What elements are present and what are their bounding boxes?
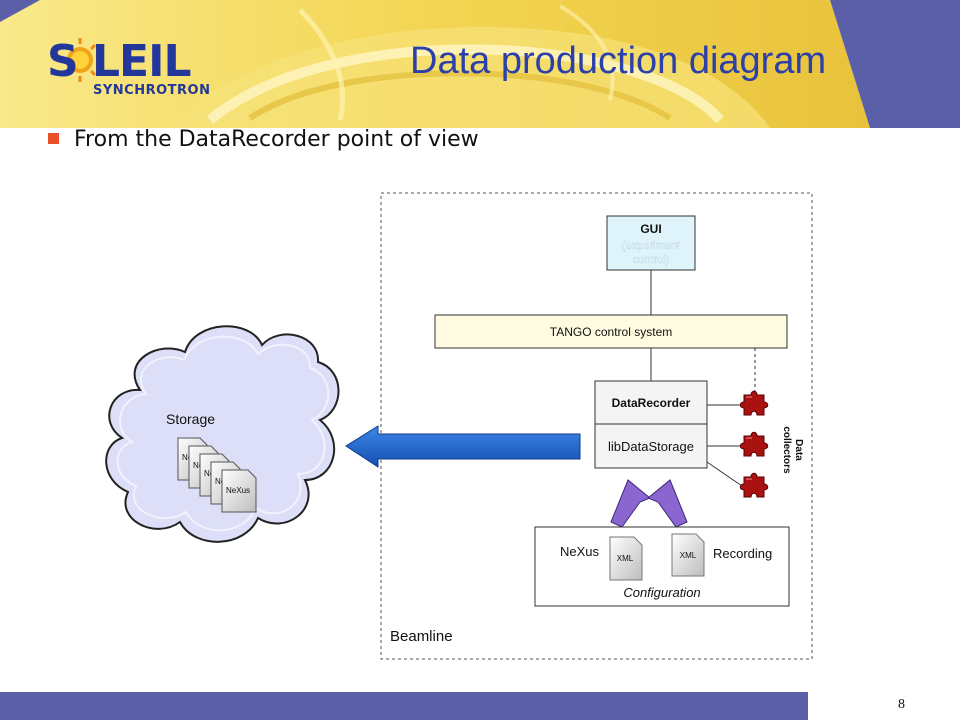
slide-subtitle: From the DataRecorder point of view xyxy=(74,127,479,152)
bullet-icon xyxy=(48,133,59,144)
xml-file-icon: XML xyxy=(671,533,705,577)
libdatastorage-label: libDataStorage xyxy=(608,439,694,454)
svg-text:XML: XML xyxy=(617,554,634,563)
gui-box xyxy=(606,215,696,271)
datarecorder-title: DataRecorder xyxy=(612,396,691,410)
footer-band xyxy=(0,692,960,720)
config-nexus-label: NeXus xyxy=(560,544,600,559)
tango-label: TANGO control system xyxy=(550,325,672,339)
nexus-file-stack: Ne Ne Ne Ne NeXus xyxy=(177,437,257,513)
svg-text:XML: XML xyxy=(680,551,697,560)
configuration-box xyxy=(534,526,790,607)
nexus-file-icon: NeXus xyxy=(221,469,257,513)
tango-bar xyxy=(434,314,788,349)
logo-subtitle: SYNCHROTRON xyxy=(93,83,211,98)
storage-cloud xyxy=(105,325,340,543)
svg-text:Ne: Ne xyxy=(215,477,226,486)
collector-puzzle-icon xyxy=(739,431,769,457)
sun-icon xyxy=(58,38,102,82)
gui-title: GUI xyxy=(640,222,661,236)
collectors-label-line2: collectors xyxy=(781,426,792,474)
storage-label: Storage xyxy=(166,411,215,427)
logo-wordmark: S LEIL xyxy=(47,36,192,87)
beamline-boundary xyxy=(380,192,813,660)
slide-title: Data production diagram xyxy=(410,40,827,82)
svg-text:Ne: Ne xyxy=(193,461,204,470)
header-band xyxy=(0,0,960,128)
config-arrow-right xyxy=(647,479,688,528)
xml-file-icon: XML xyxy=(609,536,643,581)
svg-text:Ne: Ne xyxy=(204,469,215,478)
collector-puzzle-icon xyxy=(739,390,769,416)
gui-line2: control) xyxy=(633,254,670,266)
config-recording-label: Recording xyxy=(713,546,772,561)
config-arrow-left xyxy=(610,479,651,528)
page-number: 8 xyxy=(898,697,905,712)
soleil-logo xyxy=(58,38,102,82)
beamline-label: Beamline xyxy=(390,628,453,645)
configuration-label: Configuration xyxy=(623,585,700,600)
data-flow-arrow xyxy=(345,425,581,468)
collector-puzzle-icon xyxy=(739,472,769,498)
svg-text:Ne: Ne xyxy=(182,453,193,462)
gui-line1: (experiment xyxy=(622,240,680,252)
collectors-label-line1: Data xyxy=(793,439,804,461)
svg-text:NeXus: NeXus xyxy=(226,486,250,495)
